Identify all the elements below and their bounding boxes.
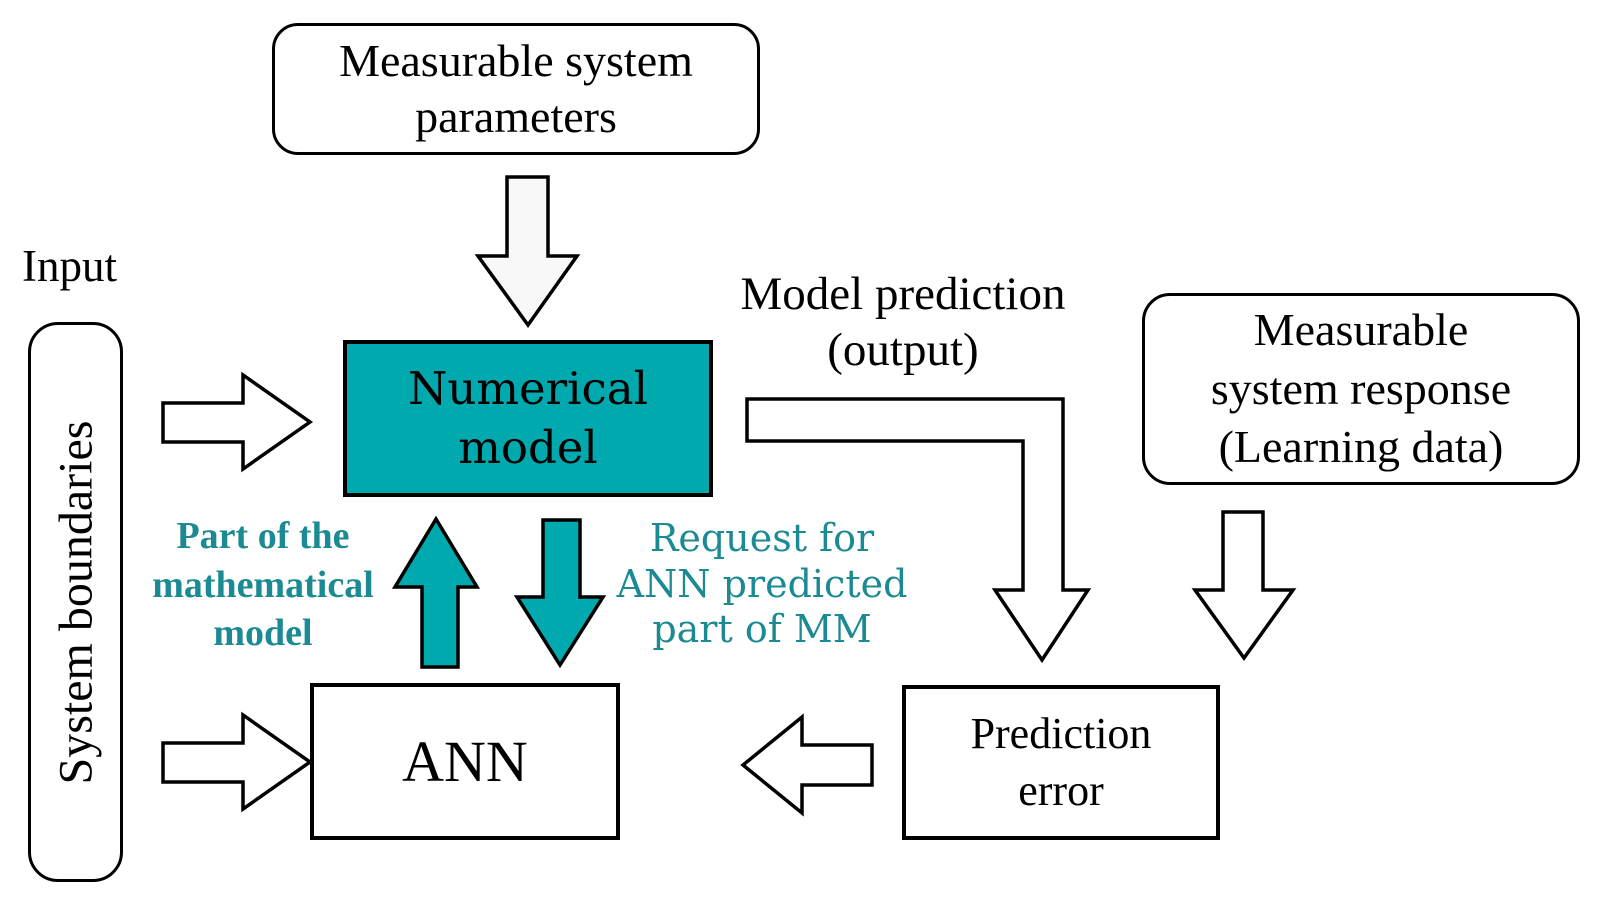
system-boundaries-label: System boundaries — [49, 420, 102, 784]
prediction-error-box: Prediction error — [902, 685, 1220, 840]
prediction-error-to-ann-arrow — [740, 713, 874, 817]
measurable-response-box: Measurable system response (Learning dat… — [1142, 293, 1580, 485]
prediction-error-label: Prediction error — [970, 709, 1152, 815]
request-for-ann-label: Request for ANN predicted part of MM — [616, 516, 908, 652]
parameters-to-numerical-model-arrow — [474, 175, 581, 329]
ann-to-numerical-model-arrow — [391, 515, 481, 669]
numerical-model-to-ann-arrow — [513, 518, 607, 669]
model-prediction-label: Model prediction (output) — [740, 268, 1066, 377]
system-boundaries-box: System boundaries — [28, 322, 123, 882]
numerical-model-to-prediction-error-elbow-arrow — [745, 397, 1092, 664]
part-of-mathematical-model-label: Part of the mathematical model — [152, 515, 374, 655]
numerical-model-box: Numerical model — [343, 340, 713, 497]
input-to-ann-arrow — [161, 711, 314, 813]
measurable-parameters-box: Measurable system parameters — [272, 23, 760, 155]
input-label: Input — [22, 241, 117, 291]
measurable-parameters-label: Measurable system parameters — [339, 34, 693, 142]
numerical-model-label: Numerical model — [408, 362, 648, 474]
ann-label: ANN — [402, 729, 528, 794]
input-to-numerical-model-arrow — [161, 371, 314, 473]
ann-box: ANN — [310, 683, 620, 840]
response-to-prediction-error-arrow — [1191, 510, 1297, 661]
measurable-response-label: Measurable system response (Learning dat… — [1210, 303, 1512, 473]
